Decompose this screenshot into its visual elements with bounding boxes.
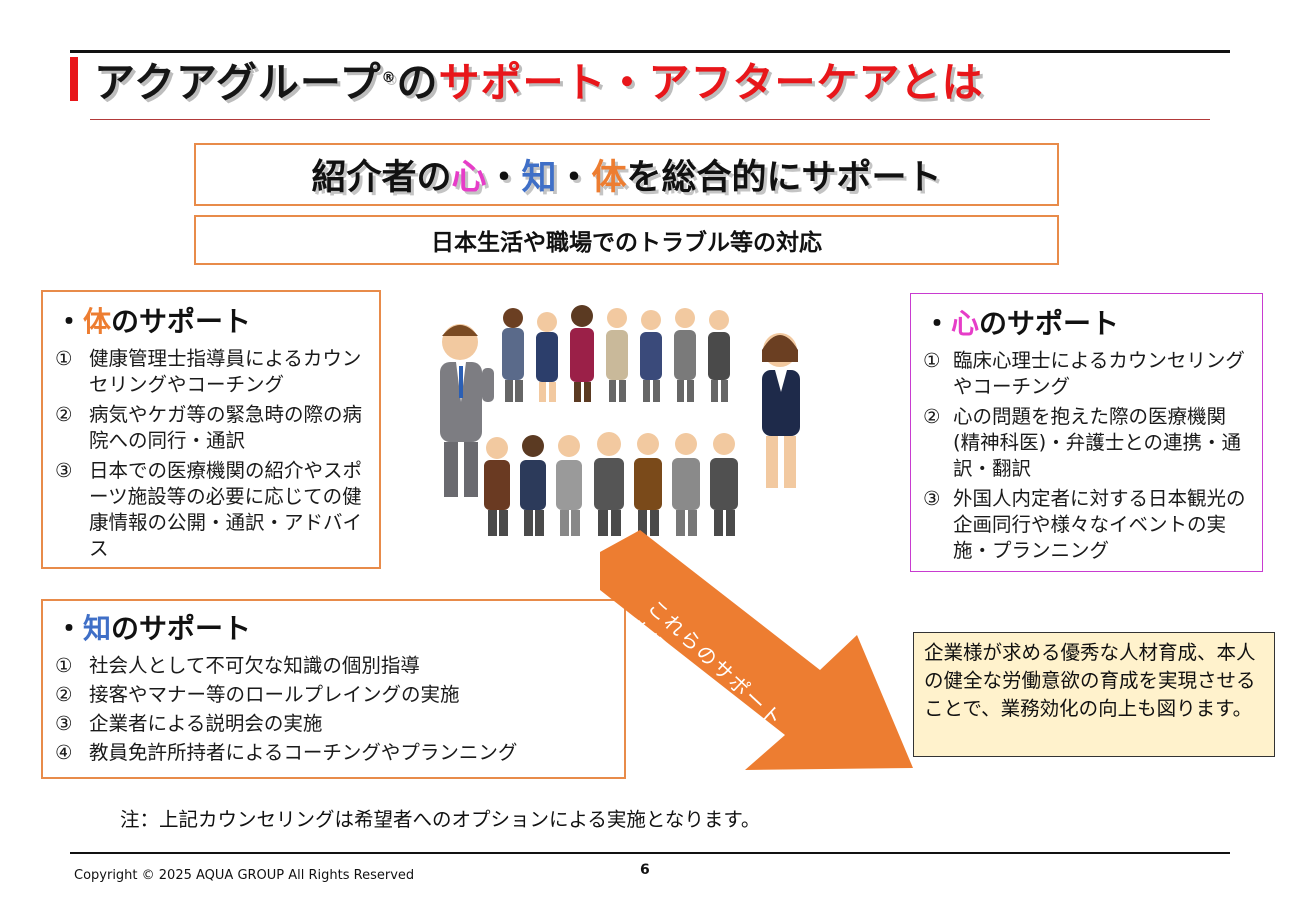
list-item-number: ② [55,403,73,426]
mind-support-title: ・心のサポート [923,302,1250,342]
mind-support-list: ① 臨床心理士によるカウンセリングやコーチング ② 心の問題を抱えた際の医療機関(精… [923,348,1250,564]
person-left-large [440,324,494,497]
registered-mark: ® [381,70,397,86]
headline-body: 体 [591,158,627,198]
title-underline [90,119,1210,120]
title-part1: アクアグループ [94,58,382,107]
mind-support-title-prefix: ・ [923,307,952,340]
business-people-icon [440,305,800,536]
title-part2: の [396,58,439,107]
list-item-text: 臨床心理士によるカウンセリングやコーチング [953,349,1245,398]
people-front-row [484,432,738,536]
headline-part2: を総合的にサポート [626,158,942,198]
list-item-number: ② [923,405,941,428]
knowledge-support-title-prefix: ・ [55,612,84,645]
title-part3: サポート・アフターケアとは [438,58,984,107]
mind-support-panel: ・心のサポート ① 臨床心理士によるカウンセリングやコーチング ② 心の問題を抱えた… [910,293,1263,572]
knowledge-support-panel: ・知のサポート ① 社会人として不可欠な知識の個別指導 ② 接客やマナー等のロールプ… [41,599,626,779]
list-item: ④ 教員免許所持者によるコーチングやプランニング [55,740,612,766]
mind-support-title-suffix: のサポート [979,307,1120,340]
subheadline: 日本生活や職場でのトラブル等の対応 [431,230,822,256]
list-item-number: ③ [55,712,73,735]
list-item-text: 社会人として不可欠な知識の個別指導 [89,654,420,677]
headline-part1: 紹介者の [311,158,452,198]
mind-support-title-keyword: 心 [951,307,980,340]
list-item: ② 病気やケガ等の緊急時の際の病院への同行・通訳 [55,402,367,454]
page-number: 6 [640,862,650,878]
list-item-number: ① [55,347,73,370]
list-item: ③ 外国人内定者に対する日本観光の企画同行や様々なイベントの実施・プランニング [923,486,1250,564]
body-support-panel: ・体のサポート ① 健康管理士指導員によるカウンセリングやコーチング ② 病気やケガ… [41,290,381,569]
list-item-number: ① [923,349,941,372]
list-item-number: ① [55,654,73,677]
list-item-number: ④ [55,741,73,764]
headline-box: 紹介者の心・知・体を総合的にサポート [194,143,1059,206]
knowledge-support-title-suffix: のサポート [111,612,252,645]
list-item: ① 健康管理士指導員によるカウンセリングやコーチング [55,346,367,398]
list-item: ② 心の問題を抱えた際の医療機関(精神科医)・弁護士との連携・通訳・翻訳 [923,404,1250,482]
list-item-number: ③ [55,459,73,482]
body-support-title-suffix: のサポート [111,305,252,338]
bottom-rule [70,852,1230,854]
body-support-list: ① 健康管理士指導員によるカウンセリングやコーチング ② 病気やケガ等の緊急時の際の… [55,346,367,562]
body-support-title-prefix: ・ [55,305,84,338]
title-marker [70,57,78,101]
footnote: 注：上記カウンセリングは希望者へのオプションによる実施となります。 [120,808,761,831]
list-item-text: 接客やマナー等のロールプレイングの実施 [89,683,460,706]
list-item: ③ 企業者による説明会の実施 [55,711,612,737]
body-support-title: ・体のサポート [55,300,367,340]
list-item-number: ③ [923,487,941,510]
list-item: ② 接客やマナー等のロールプレイングの実施 [55,682,612,708]
headline-sep1: ・ [486,158,522,198]
person-right-large [762,333,800,488]
body-support-title-keyword: 体 [83,305,112,338]
headline-knowledge: 知 [521,158,557,198]
headline: 紹介者の心・知・体を総合的にサポート [196,145,1057,204]
list-item-text: 日本での医療機関の紹介やスポーツ施設等の必要に応じての健康情報の公開・通訳・アド… [89,459,363,560]
list-item-text: 健康管理士指導員によるカウンセリングやコーチング [89,347,362,396]
list-item-text: 心の問題を抱えた際の医療機関(精神科医)・弁護士との連携・通訳・翻訳 [953,405,1242,480]
list-item-number: ② [55,683,73,706]
list-item: ① 臨床心理士によるカウンセリングやコーチング [923,348,1250,400]
list-item: ③ 日本での医療機関の紹介やスポーツ施設等の必要に応じての健康情報の公開・通訳・ア… [55,458,367,562]
diagonal-arrow-icon [600,530,913,770]
result-box: 企業様が求める優秀な人材育成、本人の健全な労働意欲の育成を実現させることで、業務… [913,632,1275,757]
list-item-text: 病気やケガ等の緊急時の際の病院への同行・通訳 [89,403,363,452]
headline-mind: 心 [451,158,487,198]
list-item-text: 外国人内定者に対する日本観光の企画同行や様々なイベントの実施・プランニング [953,487,1246,562]
copyright: Copyright © 2025 AQUA GROUP All Rights R… [74,868,415,883]
knowledge-support-title-keyword: 知 [83,612,112,645]
subheadline-box: 日本生活や職場でのトラブル等の対応 [194,215,1059,265]
headline-sep2: ・ [556,158,592,198]
knowledge-support-title: ・知のサポート [55,607,612,647]
page-title: アクアグループ®のサポート・アフターケアとは [94,50,984,107]
top-rule [70,50,1230,53]
list-item-text: 教員免許所持者によるコーチングやプランニング [89,741,518,764]
people-back-row [502,305,730,402]
list-item-text: 企業者による説明会の実施 [89,712,323,735]
list-item: ① 社会人として不可欠な知識の個別指導 [55,653,612,679]
